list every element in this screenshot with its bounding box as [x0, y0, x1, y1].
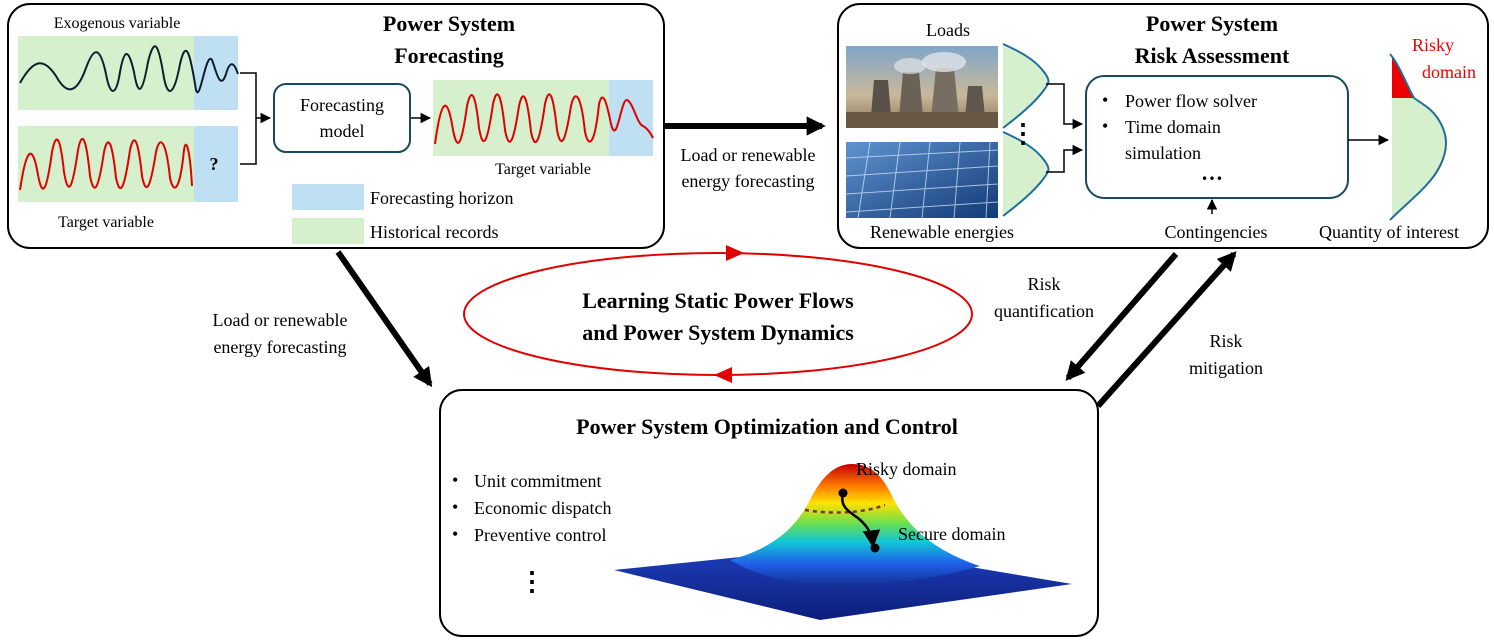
- horizon-region-output: [609, 80, 653, 156]
- trajectory-path: [841, 492, 881, 548]
- start-point: [838, 488, 848, 498]
- renewable-energies-label: Renewable energies: [870, 222, 1014, 242]
- distribution-ellipsis: ⋮: [1010, 119, 1036, 148]
- forecasting-model-line2: model: [320, 121, 365, 141]
- risk-mitigation-label-line2: mitigation: [1189, 358, 1263, 378]
- solver-bullet-1: •: [1102, 90, 1108, 110]
- risk-quantification-arrow: [1065, 252, 1179, 381]
- opt-item-3: Preventive control: [474, 525, 606, 545]
- legend-horizon-swatch: [292, 184, 364, 210]
- forecasting-panel: Power System Forecasting Exogenous varia…: [7, 3, 665, 249]
- forecast-to-opt-label-line1: Load or renewable: [213, 310, 348, 330]
- opt-item-2: Economic dispatch: [474, 498, 611, 518]
- opt-ellipsis: ⋮: [519, 567, 545, 596]
- solver-item-2-line2: simulation: [1125, 143, 1201, 163]
- power-plant-image: [846, 46, 998, 128]
- exogenous-variable-label: Exogenous variable: [54, 15, 181, 32]
- end-point: [870, 543, 880, 553]
- forecasting-title-line1: Power System: [383, 11, 515, 36]
- forecasting-model-box: [273, 83, 411, 153]
- loads-label: Loads: [926, 20, 970, 40]
- learning-cycle: Learning Static Power Flows and Power Sy…: [463, 245, 973, 383]
- target-variable-label-right: Target variable: [495, 161, 591, 178]
- load-distribution: [1003, 46, 1049, 126]
- learning-cycle-ellipse: [463, 252, 973, 376]
- opt-bullet-1: •: [452, 470, 458, 490]
- history-region-output: [433, 80, 609, 156]
- optimization-title: Power System Optimization and Control: [576, 414, 958, 439]
- cycle-arrowhead-top: [726, 245, 744, 261]
- input-bracket: [240, 72, 270, 165]
- forecasting-model-line1: Forecasting: [300, 95, 384, 115]
- opt-bullet-2: •: [452, 497, 458, 517]
- risky-domain-label-line1: Risky: [1412, 35, 1454, 55]
- qoi-distribution: [1392, 96, 1446, 218]
- contingencies-label: Contingencies: [1165, 222, 1268, 242]
- solver-item-2-line1: Time domain: [1125, 117, 1221, 137]
- risk-title-line1: Power System: [1146, 11, 1278, 36]
- risk-panel: Power System Risk Assessment Loads Renew…: [837, 3, 1489, 249]
- learning-title-line2: and Power System Dynamics: [582, 320, 854, 345]
- target-curve-output: [434, 93, 654, 145]
- solver-item-1: Power flow solver: [1125, 91, 1257, 111]
- qoi-label: Quantity of interest: [1319, 222, 1459, 242]
- target-curve-left: [19, 137, 193, 191]
- risk-title-line2: Risk Assessment: [1135, 43, 1290, 68]
- risk-surface: [614, 464, 1072, 620]
- risk-quantification-label-line2: quantification: [994, 301, 1094, 321]
- surface-secure-label: Secure domain: [898, 524, 1005, 544]
- forecasting-title-line2: Forecasting: [394, 43, 504, 68]
- learning-title-line1: Learning Static Power Flows: [582, 288, 854, 313]
- forecast-to-opt-label-line2: energy forecasting: [213, 337, 346, 357]
- opt-bullet-3: •: [452, 524, 458, 544]
- legend-history-label: Historical records: [370, 222, 498, 242]
- forecast-to-risk-label-line1: Load or renewable: [681, 145, 816, 165]
- forecast-to-risk-label-line2: energy forecasting: [681, 171, 814, 191]
- optimization-panel: Power System Optimization and Control • …: [439, 389, 1099, 637]
- surface-risky-label: Risky domain: [856, 459, 957, 479]
- security-boundary: [804, 503, 886, 514]
- renewable-distribution: [1003, 134, 1049, 214]
- risk-mitigation-arrow: [1095, 251, 1237, 409]
- horizon-region-target: [194, 126, 238, 202]
- solver-ellipsis: …: [1201, 160, 1223, 185]
- opt-item-1: Unit commitment: [474, 471, 602, 491]
- forecast-to-opt-arrow: [335, 250, 433, 388]
- surface-hill: [730, 464, 980, 586]
- risk-mitigation-label-line1: Risk: [1209, 331, 1242, 351]
- legend-horizon-label: Forecasting horizon: [370, 188, 513, 208]
- legend-history-swatch: [292, 218, 364, 244]
- solver-box: [1085, 75, 1349, 199]
- history-region-target: [18, 126, 194, 202]
- exogenous-curve: [19, 45, 239, 94]
- solar-panel-image: [845, 141, 999, 219]
- risk-quantification-label-line1: Risk: [1027, 274, 1060, 294]
- risky-domain-label-line2: domain: [1422, 62, 1476, 82]
- unknown-horizon-mark: ?: [210, 154, 219, 174]
- cycle-arrowhead-bottom: [714, 367, 732, 383]
- solver-bullet-2: •: [1102, 116, 1108, 136]
- target-variable-label-left: Target variable: [58, 214, 154, 231]
